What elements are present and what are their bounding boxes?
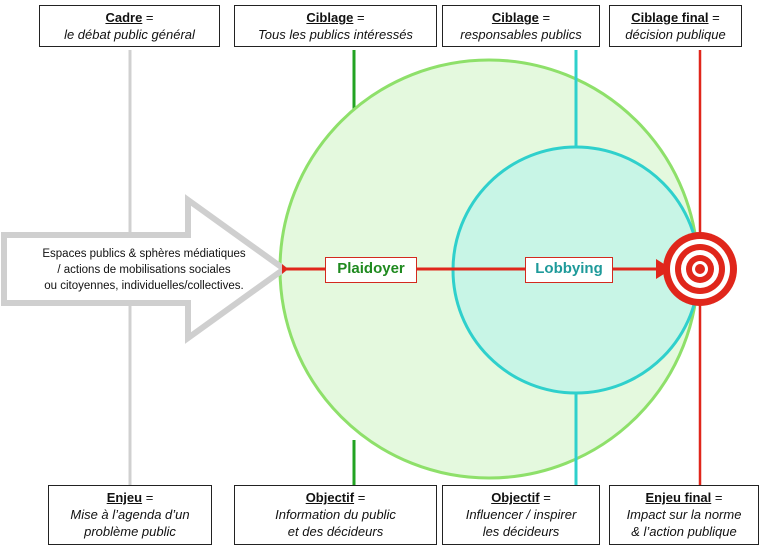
bottom-box-objectif-influencer-line-1: Influencer / inspirer — [465, 507, 577, 522]
bottom-box-objectif-influencer: Objectif = Influencer / inspirer les déc… — [442, 485, 600, 545]
target-bullseye-icon — [663, 232, 737, 306]
bottom-box-objectif-information: Objectif = Information du public et des … — [234, 485, 437, 545]
bottom-box-enjeu-title: Enjeu — [106, 490, 143, 505]
bottom-box-objectif-information-line-2: et des décideurs — [287, 524, 384, 539]
bottom-box-enjeu-final-title: Enjeu final — [645, 490, 712, 505]
top-box-ciblage-final-subtitle: décision publique — [625, 27, 726, 42]
lobbying-label: Lobbying — [525, 257, 613, 283]
top-box-cadre: Cadre = le débat public général — [39, 5, 220, 47]
top-box-ciblage-publics: Ciblage = Tous les publics intéressés — [234, 5, 437, 47]
top-box-ciblage-publics-title: Ciblage — [306, 10, 354, 25]
plaidoyer-label: Plaidoyer — [325, 257, 417, 283]
bottom-box-objectif-influencer-line-2: les décideurs — [482, 524, 560, 539]
mobilisation-arrow-icon — [1, 194, 290, 344]
arrow-text-line-2: / actions de mobilisations sociales — [57, 264, 231, 276]
bottom-box-enjeu: Enjeu = Mise à l’agenda d’un problème pu… — [48, 485, 212, 545]
top-box-ciblage-responsables-title: Ciblage — [491, 10, 539, 25]
bottom-box-enjeu-final-line-2: & l’action publique — [631, 524, 737, 539]
axis-start-tick-icon — [282, 264, 288, 274]
top-box-ciblage-publics-subtitle: Tous les publics intéressés — [258, 27, 413, 42]
mobilisation-arrow-text: Espaces publics & sphères médiatiques / … — [4, 246, 284, 294]
top-box-ciblage-responsables: Ciblage = responsables publics — [442, 5, 600, 47]
top-box-ciblage-final: Ciblage final = décision publique — [609, 5, 742, 47]
arrow-text-line-1: Espaces publics & sphères médiatiques — [42, 248, 246, 260]
bottom-box-objectif-information-line-1: Information du public — [275, 507, 396, 522]
arrow-text-line-3: ou citoyennes, individuelles/collectives… — [44, 280, 244, 292]
top-box-cadre-subtitle: le débat public général — [64, 27, 195, 42]
bottom-box-objectif-information-title: Objectif — [305, 490, 355, 505]
bottom-box-enjeu-line-2: problème public — [84, 524, 176, 539]
bottom-box-enjeu-line-1: Mise à l’agenda d’un — [70, 507, 190, 522]
top-box-ciblage-final-title: Ciblage final — [631, 10, 709, 25]
bottom-box-objectif-influencer-title: Objectif — [491, 490, 540, 505]
top-box-ciblage-responsables-subtitle: responsables publics — [460, 27, 582, 42]
bottom-box-enjeu-final-line-1: Impact sur la norme — [626, 507, 742, 522]
top-box-cadre-title: Cadre — [105, 10, 143, 25]
bottom-box-enjeu-final: Enjeu final = Impact sur la norme & l’ac… — [609, 485, 759, 545]
